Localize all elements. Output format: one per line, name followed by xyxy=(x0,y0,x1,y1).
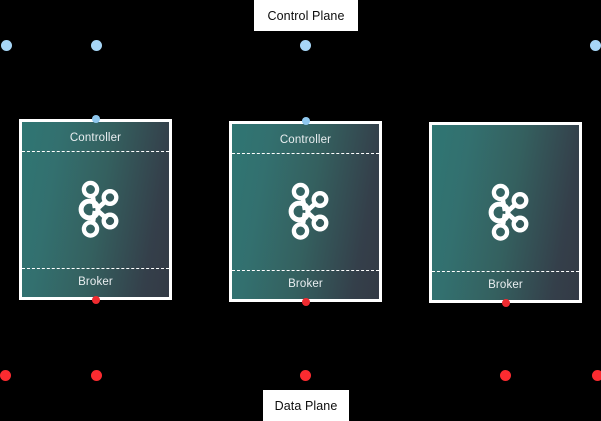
data-dot-1[interactable] xyxy=(0,370,11,381)
kafka-node-3[interactable]: Broker xyxy=(429,122,582,307)
node-2-controller-separator xyxy=(232,153,379,154)
node-2-controller-label: Controller xyxy=(279,134,332,146)
node-2-broker-separator xyxy=(232,270,379,271)
kafka-node-3-body: Broker xyxy=(432,125,579,300)
control-dot-1[interactable] xyxy=(1,40,12,51)
data-dot-4[interactable] xyxy=(500,370,511,381)
kafka-node-2[interactable]: Controller Broker xyxy=(229,117,382,306)
kafka-node-2-body: Controller Broker xyxy=(232,124,379,299)
node-1-control-connector[interactable] xyxy=(91,115,100,123)
data-dot-2[interactable] xyxy=(91,370,102,381)
node-1-broker-separator xyxy=(22,268,169,269)
control-dot-4[interactable] xyxy=(590,40,601,51)
node-1-controller-label: Controller xyxy=(69,132,122,144)
kafka-node-1[interactable]: Controller Broker xyxy=(19,115,172,304)
kafka-node-1-body: Controller Broker xyxy=(22,122,169,297)
control-plane-label: Control Plane xyxy=(254,0,358,31)
node-3-data-connector[interactable] xyxy=(501,299,510,307)
node-2-broker-label: Broker xyxy=(288,278,323,290)
kafka-logo-icon xyxy=(488,183,528,241)
control-dot-2[interactable] xyxy=(91,40,102,51)
node-3-broker-separator xyxy=(432,271,579,272)
node-1-broker-label: Broker xyxy=(78,276,113,288)
node-3-broker-label: Broker xyxy=(488,279,523,291)
node-2-data-connector[interactable] xyxy=(301,298,310,306)
kafka-logo-icon xyxy=(288,182,328,240)
data-dot-5[interactable] xyxy=(592,370,601,381)
control-dot-3[interactable] xyxy=(300,40,311,51)
kafka-logo-icon xyxy=(78,180,118,238)
node-1-data-connector[interactable] xyxy=(91,296,100,304)
node-2-control-connector[interactable] xyxy=(301,117,310,125)
data-plane-label: Data Plane xyxy=(263,390,349,421)
node-1-controller-separator xyxy=(22,151,169,152)
data-dot-3[interactable] xyxy=(300,370,311,381)
